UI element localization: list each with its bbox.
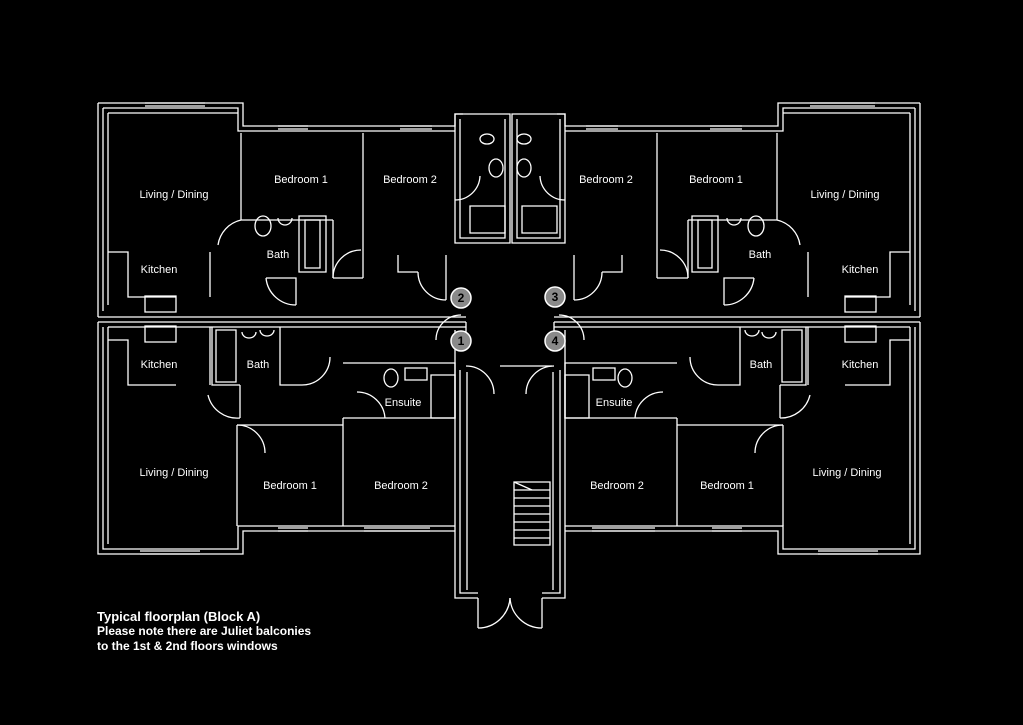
- room-label: Bedroom 1: [700, 480, 754, 492]
- room-label: Bedroom 1: [689, 174, 743, 186]
- room-label: Living / Dining: [812, 467, 881, 479]
- unit-marker-2: 2: [450, 287, 472, 309]
- room-label: Bath: [267, 249, 290, 261]
- room-label: Bedroom 1: [263, 480, 317, 492]
- unit-marker-label: 4: [552, 334, 559, 348]
- room-label: Ensuite: [596, 397, 633, 409]
- room-label: Living / Dining: [810, 189, 879, 201]
- room-label: Kitchen: [141, 359, 178, 371]
- caption-note-line-2: to the 1st & 2nd floors windows: [97, 639, 278, 653]
- unit-markers: 1 2 3 4: [450, 286, 566, 352]
- room-label: Ensuite: [385, 397, 422, 409]
- unit-marker-label: 2: [458, 291, 465, 305]
- room-label: Kitchen: [141, 264, 178, 276]
- room-label: Bedroom 2: [374, 480, 428, 492]
- floorplan-caption: Typical floorplan (Block A) Please note …: [97, 609, 311, 654]
- unit-marker-3: 3: [544, 286, 566, 308]
- unit-marker-4: 4: [544, 330, 566, 352]
- room-label: Bath: [749, 249, 772, 261]
- caption-note-line-1: Please note there are Juliet balconies: [97, 624, 312, 638]
- room-label: Kitchen: [842, 264, 879, 276]
- room-label: Living / Dining: [139, 467, 208, 479]
- room-label: Bedroom 2: [590, 480, 644, 492]
- room-label: Kitchen: [842, 359, 879, 371]
- room-label: Bedroom 1: [274, 174, 328, 186]
- room-labels: Living / Dining Bedroom 1 Bedroom 2 Bath…: [139, 174, 881, 492]
- caption-title: Typical floorplan (Block A): [97, 609, 261, 624]
- room-label: Living / Dining: [139, 189, 208, 201]
- unit-marker-label: 3: [552, 290, 559, 304]
- walls: [97, 102, 921, 629]
- room-label: Bath: [750, 359, 773, 371]
- room-label: Bath: [247, 359, 270, 371]
- unit-marker-label: 1: [458, 334, 465, 348]
- room-label: Bedroom 2: [579, 174, 633, 186]
- unit-marker-1: 1: [450, 330, 472, 352]
- room-label: Bedroom 2: [383, 174, 437, 186]
